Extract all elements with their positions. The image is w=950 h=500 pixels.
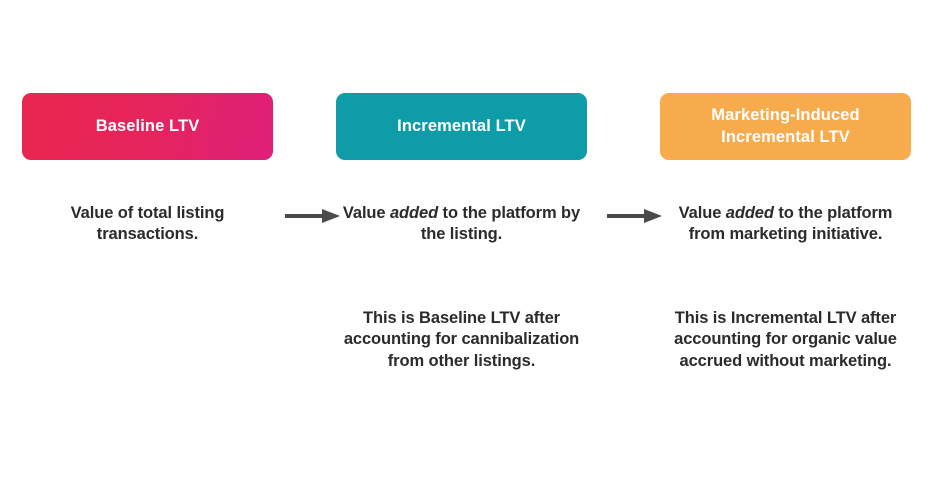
definition-text-marketing-emphasis: added — [725, 204, 774, 222]
header-label-line-2: Incremental LTV — [721, 127, 850, 146]
header-label-baseline-ltv: Baseline LTV — [95, 116, 200, 135]
header-label-marketing-induced-incremental-ltv: Marketing-Induced Incremental LTV — [711, 105, 859, 148]
note-text-incremental-ltv-value: This is Baseline LTV after accounting fo… — [343, 309, 580, 370]
arrow-incremental-to-marketing-icon — [606, 206, 664, 226]
definition-text-marketing-induced-incremental-ltv: Value added to the platform from marketi… — [663, 203, 908, 246]
note-text-marketing-induced-incremental-ltv: This is Incremental LTV after accounting… — [660, 308, 911, 372]
header-label-line-1: Marketing-Induced — [711, 106, 860, 125]
definition-text-baseline-ltv: Value of total listing transactions. — [22, 203, 273, 246]
header-label-incremental-ltv: Incremental LTV — [397, 116, 526, 135]
note-text-marketing-value: This is Incremental LTV after accounting… — [674, 309, 897, 370]
definition-text-baseline-ltv-value: Value of total listing transactions. — [70, 204, 225, 244]
header-box-marketing-induced-incremental-ltv: Marketing-Induced Incremental LTV — [660, 93, 911, 160]
definition-text-incremental-ltv-pre: Value — [342, 204, 390, 222]
definition-text-marketing-post: to the platform from marketing initiativ… — [688, 204, 893, 244]
header-box-incremental-ltv: Incremental LTV — [336, 93, 587, 160]
column-marketing-induced-incremental-ltv: Marketing-Induced Incremental LTV Value … — [660, 93, 911, 370]
header-box-baseline-ltv: Baseline LTV — [22, 93, 273, 160]
column-baseline-ltv: Baseline LTV Value of total listing tran… — [22, 93, 273, 243]
definition-text-marketing-pre: Value — [678, 204, 726, 222]
definition-text-incremental-ltv-post: to the platform by the listing. — [420, 204, 581, 244]
definition-text-incremental-ltv-emphasis: added — [389, 204, 439, 222]
column-incremental-ltv: Incremental LTV Value added to the platf… — [336, 93, 587, 370]
note-text-incremental-ltv: This is Baseline LTV after accounting fo… — [336, 308, 587, 372]
arrow-baseline-to-incremental-icon — [284, 206, 342, 226]
definition-text-incremental-ltv: Value added to the platform by the listi… — [336, 203, 587, 246]
